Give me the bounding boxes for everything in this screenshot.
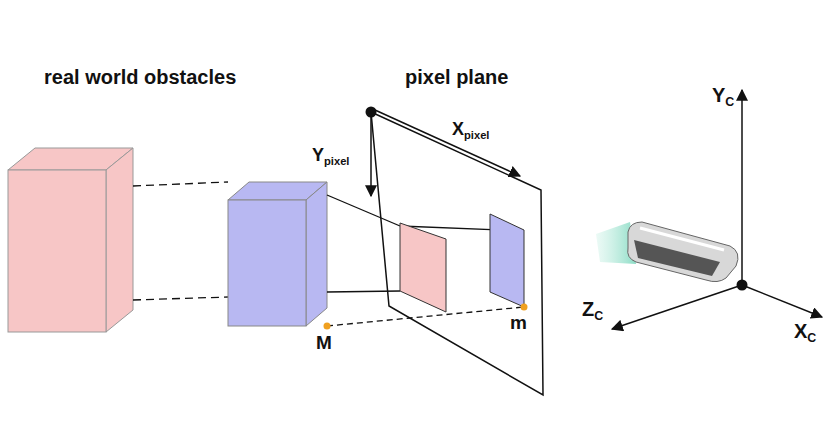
xc-axis — [742, 285, 822, 317]
axis-label: Xpixel — [452, 120, 489, 140]
point-m — [521, 304, 528, 311]
projection-line — [327, 307, 524, 326]
pink-image — [400, 223, 446, 312]
x-pixel-axis — [375, 110, 520, 176]
blue-image — [490, 214, 524, 307]
point-M — [324, 323, 331, 330]
pixel-plane — [371, 112, 543, 395]
point-label: M — [316, 333, 332, 354]
origin-dot — [366, 107, 377, 118]
yc-axis — [741, 90, 743, 285]
axis-label: ZC — [582, 298, 603, 320]
camera — [596, 222, 738, 282]
blue-cube — [228, 182, 327, 326]
heading: pixel plane — [405, 66, 508, 88]
zc-axis — [612, 285, 742, 329]
projection-line — [133, 297, 228, 300]
projection-line — [327, 195, 400, 226]
projection-line — [133, 182, 228, 186]
real-cube — [8, 148, 133, 332]
y-pixel-axis — [370, 112, 372, 196]
origin-dot — [737, 280, 748, 291]
axis-label: YC — [712, 84, 734, 106]
point-label: m — [510, 313, 527, 334]
axis-label: XC — [794, 320, 816, 342]
heading: real world obstacles — [44, 66, 236, 88]
projection-line — [327, 291, 400, 292]
axis-label: Ypixel — [312, 146, 349, 166]
